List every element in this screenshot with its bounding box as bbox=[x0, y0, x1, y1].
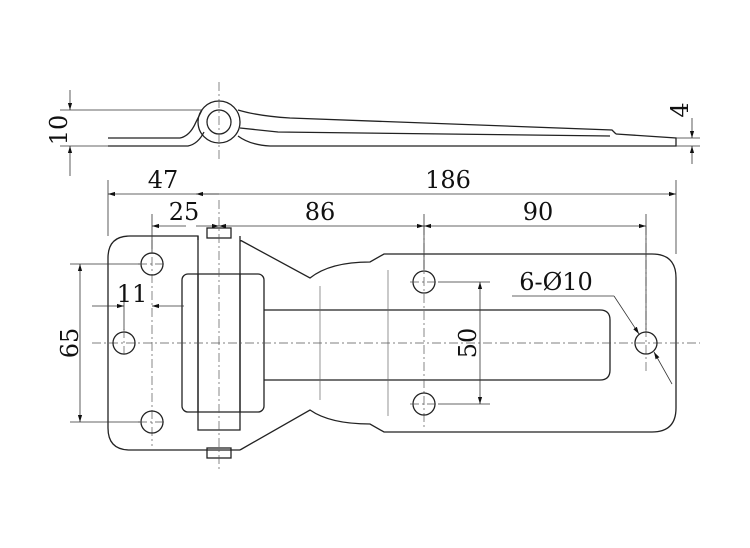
mounting-holes bbox=[112, 252, 658, 434]
side-profile-right-leaf-bottom bbox=[237, 133, 677, 147]
side-profile-right-leaf-top bbox=[237, 109, 617, 135]
callout-leader-arrow bbox=[613, 295, 640, 335]
dim-hole-offset-label: 25 bbox=[169, 198, 200, 226]
plan-view: 47 186 25 86 90 65 11 50 6-Ø10 bbox=[56, 166, 700, 470]
side-view: 10 4 bbox=[45, 82, 700, 176]
hole-end bbox=[634, 331, 658, 355]
hole-callout-label: 6-Ø10 bbox=[519, 268, 593, 296]
dim-thickness-label: 10 bbox=[45, 115, 73, 146]
dim-hole-spacing-label: 86 bbox=[305, 198, 336, 226]
dim-left-leaf-label: 47 bbox=[148, 166, 179, 194]
dim-overall-length-label: 186 bbox=[425, 166, 471, 194]
dim-edge-offset-label: 11 bbox=[117, 280, 148, 308]
center-slot bbox=[264, 309, 611, 381]
dim-height-label: 65 bbox=[56, 328, 84, 359]
dim-slot-height-label: 50 bbox=[454, 328, 482, 359]
side-profile-right-leaf-mid bbox=[239, 127, 611, 137]
side-profile-left-leaf bbox=[108, 109, 203, 139]
dim-plate-thickness-label: 4 bbox=[666, 102, 694, 117]
callout-leader-arrow-2 bbox=[653, 351, 673, 385]
dim-end-hole-spacing-label: 90 bbox=[523, 198, 554, 226]
side-profile-left-leaf-bottom bbox=[108, 131, 205, 147]
